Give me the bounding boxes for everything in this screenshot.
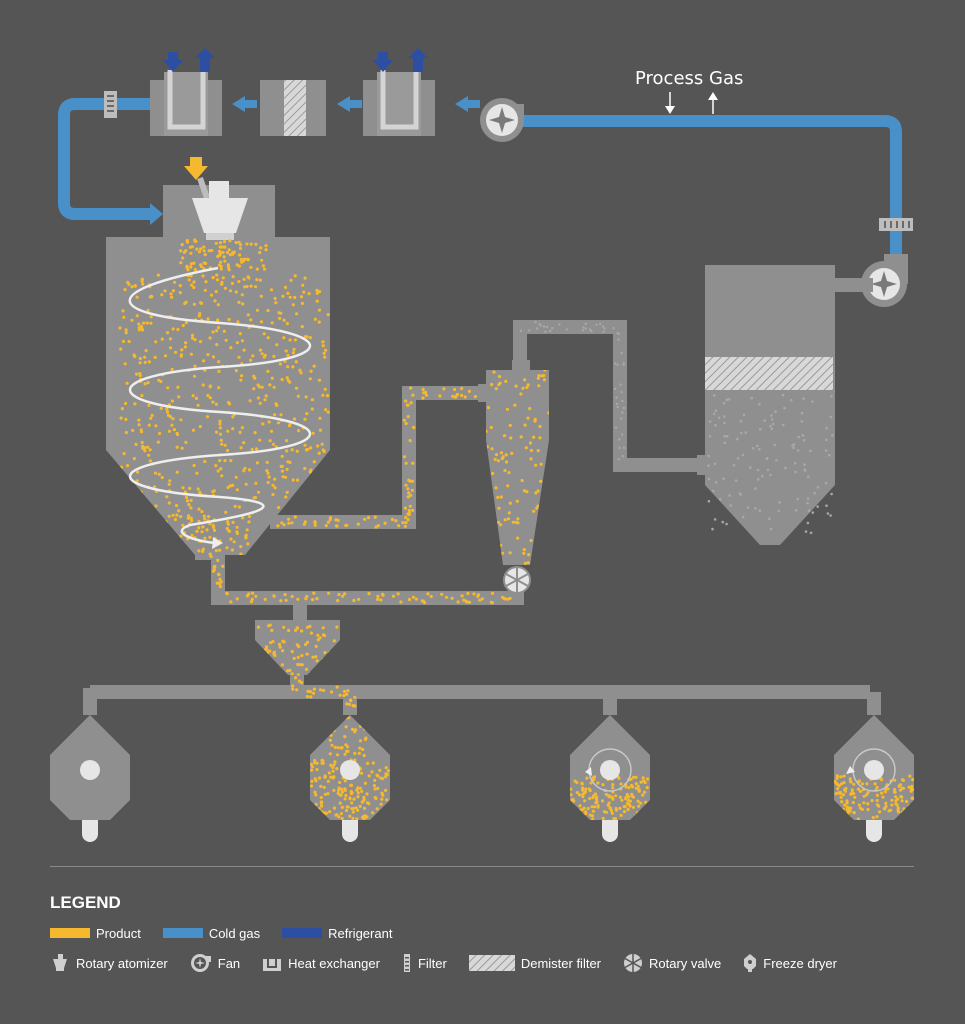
fan-icon (190, 953, 212, 973)
rotary-atomizer-icon (50, 953, 70, 973)
cyclone-separator (478, 360, 549, 565)
legend-item-demister-filter: Demister filter (468, 953, 602, 973)
rotary-valve (503, 566, 531, 594)
filter-icon (104, 91, 117, 118)
legend-item-fan: Fan (190, 953, 240, 973)
cold-gas-swatch (162, 928, 203, 938)
rotation-arrow-icon (846, 766, 855, 774)
process-gas-label: Process Gas (635, 68, 743, 89)
arrow-icon (212, 537, 223, 549)
legend-label: Rotary atomizer (76, 955, 168, 971)
freeze-dryer-1 (50, 715, 130, 842)
legend-label: Filter (417, 955, 447, 971)
legend-item-refrigerant: Refrigerant (282, 926, 392, 941)
arrow-icon (150, 203, 163, 225)
cold-gas-line (58, 96, 902, 268)
demister-filter-icon (468, 953, 515, 973)
legend-label: Rotary valve (649, 955, 722, 971)
arrow-icon (184, 166, 208, 180)
filter-icon (402, 953, 412, 973)
freeze-dryer-3 (570, 715, 650, 842)
freeze-dryer-4 (834, 715, 914, 842)
arrow-icon (708, 92, 718, 100)
demister-filter-vessel (697, 265, 873, 545)
legend-symbol-row: Rotary atomizer Fan Heat exchanger (50, 953, 859, 973)
heat-exchanger-left (150, 48, 222, 136)
fan-icon (480, 98, 524, 142)
heat-exchanger-right (363, 48, 435, 136)
rotary-valve-icon (623, 953, 643, 973)
arrow-icon (408, 48, 428, 58)
arrow-icon (455, 96, 468, 112)
arrow-icon (163, 60, 183, 72)
product-swatch (50, 928, 90, 938)
pipe-product-particles (211, 321, 626, 708)
arrow-icon (232, 96, 245, 112)
spray-chamber (106, 157, 330, 560)
legend-label: Demister filter (520, 955, 602, 971)
legend-item-cold-gas: Cold gas (162, 925, 261, 941)
legend-label: Cold gas (208, 925, 261, 941)
legend-label: Heat exchanger (288, 955, 380, 971)
freeze-dryer-icon (743, 953, 757, 973)
refrigerant-swatch (282, 928, 323, 938)
collection-hopper (255, 620, 340, 675)
legend-item-rotary-atomizer: Rotary atomizer (50, 953, 168, 973)
arrow-icon (195, 48, 215, 58)
heat-exchanger-icon (262, 953, 282, 973)
legend-label: Freeze dryer (763, 955, 837, 971)
legend-color-row: Product Cold gas Refrigerant (50, 923, 414, 943)
process-gas-arrows (665, 92, 718, 114)
spray-spiral-path (128, 266, 311, 545)
freeze-dryer-2 (310, 715, 390, 842)
filter-icon (879, 218, 913, 231)
fan-icon (861, 254, 908, 307)
legend-label: Product (96, 925, 141, 941)
arrow-icon (337, 96, 350, 112)
spray-freeze-drying-schematic: Process Gas (50, 48, 914, 842)
legend-label: Refrigerant (328, 925, 393, 941)
legend-item-filter: Filter (402, 953, 447, 973)
legend-divider (50, 866, 914, 867)
rotation-arrow-icon (585, 767, 592, 776)
legend-item-product: Product (50, 926, 141, 941)
legend-item-heat-exchanger: Heat exchanger (262, 953, 380, 973)
legend-item-rotary-valve: Rotary valve (623, 953, 721, 973)
arrow-icon (665, 106, 675, 114)
legend-item-freeze-dryer: Freeze dryer (743, 953, 837, 973)
arrow-icon (373, 60, 393, 72)
legend-label: Fan (217, 955, 241, 971)
gas-filter-housing (260, 80, 326, 136)
rotary-atomizer (192, 181, 248, 240)
legend-title: LEGEND (50, 893, 121, 912)
